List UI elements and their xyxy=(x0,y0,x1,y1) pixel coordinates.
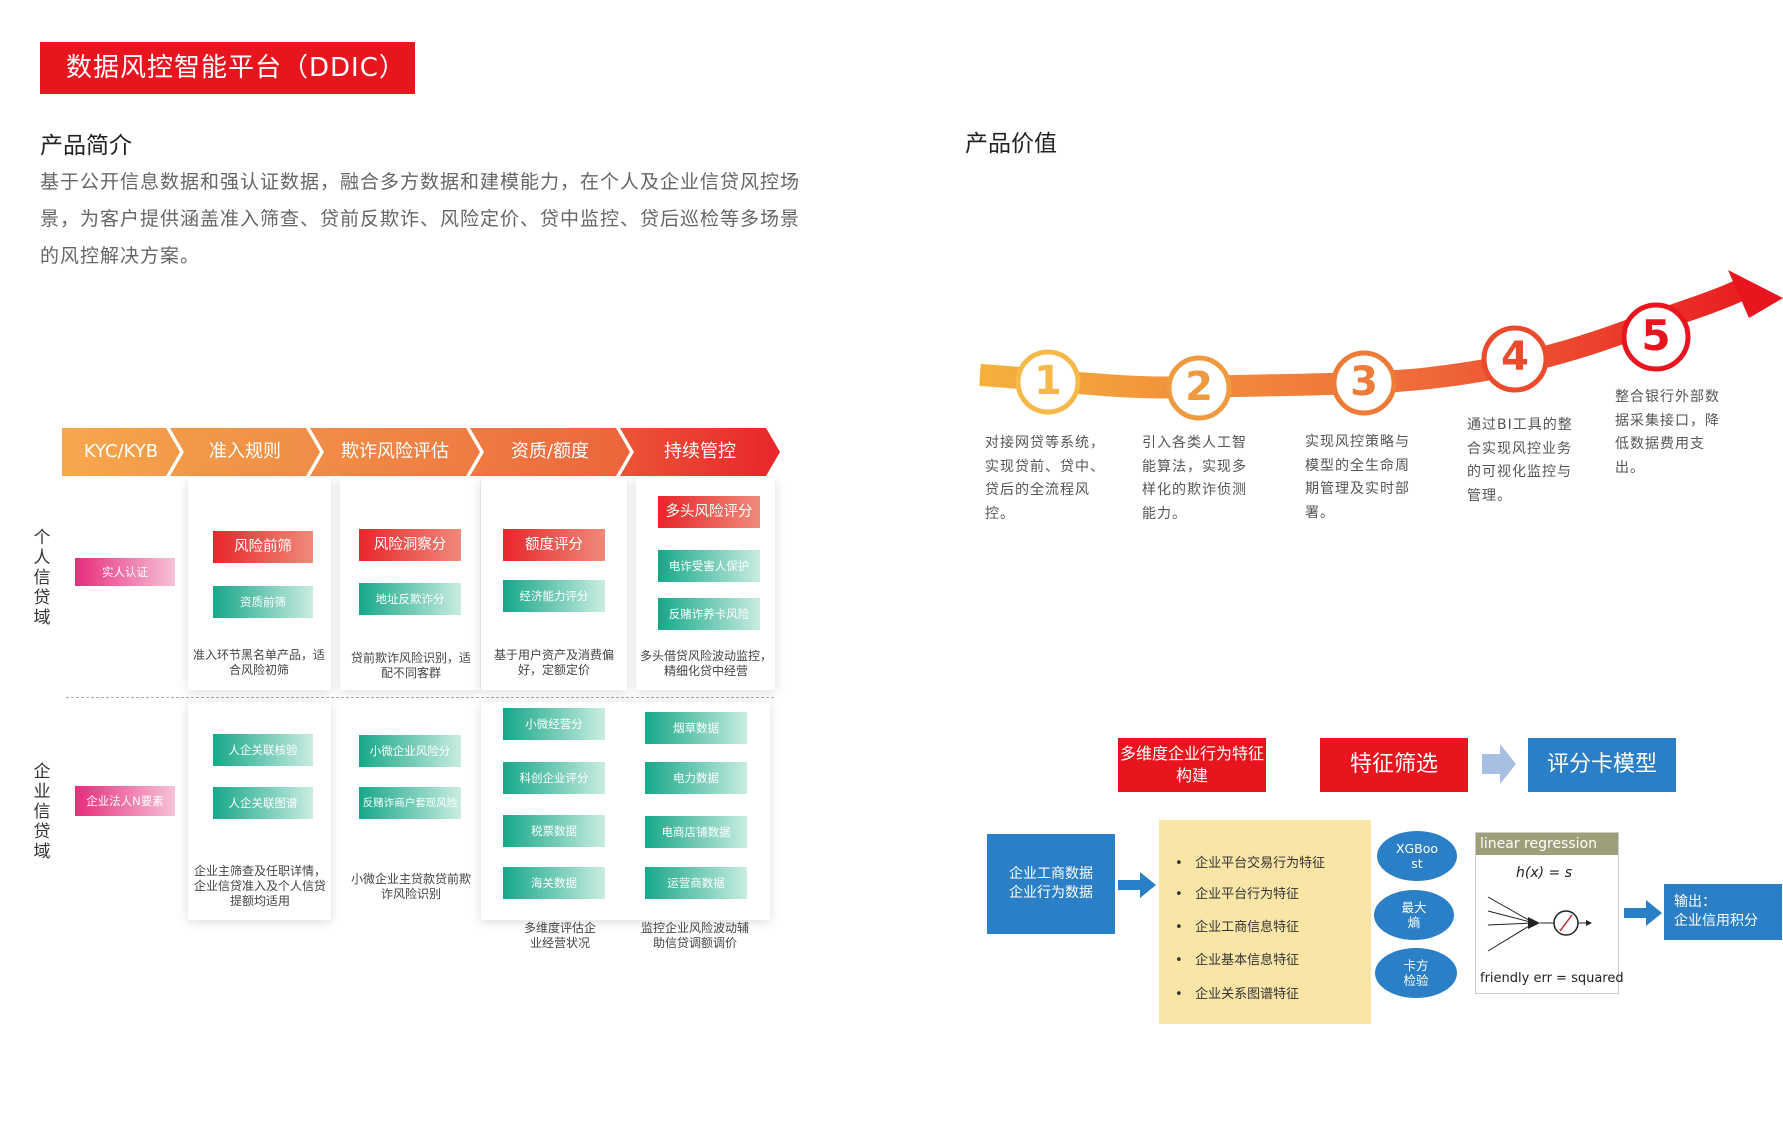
model-step-feature-select: 特征筛选 xyxy=(1320,738,1468,792)
stage-access: 准入规则 xyxy=(170,428,320,476)
model-step-feature-build: 多维度企业行为特征构建 xyxy=(1118,738,1266,792)
feature-item-4: • 企业基本信息特征 xyxy=(1175,953,1300,968)
desc-personal-fraud: 贷前欺诈风险识别，适配不同客群 xyxy=(350,651,471,680)
page-title: 数据风控智能平台（DDIC） xyxy=(40,42,415,94)
step-desc-1: 对接网贷等系统，实现贷前、贷中、贷后的全流程风控。 xyxy=(985,435,1105,522)
tag-enterprise-fraud-green-2: 反赌诈商户套现风险 xyxy=(359,787,461,819)
model-step-arrow-icon xyxy=(1482,744,1516,784)
stage-fraud: 欺诈风险评估 xyxy=(310,428,480,476)
step-desc-3: 实现风控策略与模型的全生命周期管理及实时部署。 xyxy=(1305,434,1410,521)
model-input-1: 企业工商数据 xyxy=(1009,866,1093,882)
lr-title: linear regression xyxy=(1476,833,1618,855)
lr-footer: friendly err = squared xyxy=(1480,971,1624,986)
feature-item-1: • 企业平台交易行为特征 xyxy=(1175,856,1326,871)
tag-enterprise-monitor-green-4: 运营商数据 xyxy=(645,867,747,899)
tag-personal-monitor-red: 多头风险评分 xyxy=(658,496,760,528)
tag-enterprise-kyc: 企业法人N要素 xyxy=(75,786,175,816)
model-output-value: 企业信用积分 xyxy=(1674,913,1758,929)
tag-enterprise-monitor-green-1: 烟草数据 xyxy=(645,712,747,744)
domain-divider xyxy=(66,697,774,698)
tag-personal-kyc: 实人认证 xyxy=(75,558,175,586)
feature-item-2: • 企业平台行为特征 xyxy=(1175,887,1300,902)
desc-personal-monitor: 多头借贷风险波动监控，精细化贷中经营 xyxy=(640,649,773,678)
lr-panel: linear regression h(x) = s friendly err … xyxy=(1475,832,1624,994)
step-num-2: 2 xyxy=(1185,364,1213,410)
tag-enterprise-quota-green-1: 小微经营分 xyxy=(503,708,605,740)
model-output-arrow-icon xyxy=(1624,900,1662,926)
desc-personal-access: 准入环节黑名单产品，适合风险初筛 xyxy=(193,648,326,677)
model-input-arrow-icon xyxy=(1118,872,1156,898)
desc-enterprise-fraud: 小微企业主贷款贷前欺诈风险识别 xyxy=(350,872,471,901)
col-personal-access xyxy=(188,478,331,690)
tag-personal-access-green: 资质前筛 xyxy=(213,586,313,618)
step-circle-2 xyxy=(1166,355,1232,421)
step-circle-4 xyxy=(1481,325,1549,393)
lr-formula: h(x) = s xyxy=(1516,865,1573,881)
step-desc-2: 引入各类人工智能算法，实现多样化的欺诈侦测能力。 xyxy=(1142,435,1247,522)
feature-item-3: • 企业工商信息特征 xyxy=(1175,920,1300,935)
model-step-scorecard: 评分卡模型 xyxy=(1528,738,1676,792)
intro-text: 基于公开信息数据和强认证数据，融合多方数据和建模能力，在个人及企业信贷风控场景，… xyxy=(40,171,801,267)
model-features-box: • 企业平台交易行为特征 • 企业平台行为特征 • 企业工商信息特征 • 企业基… xyxy=(1159,820,1371,1024)
step-desc-5: 整合银行外部数据采集接口，降低数据费用支出。 xyxy=(1615,389,1720,476)
tag-enterprise-fraud-green-1: 小微企业风险分 xyxy=(359,735,461,767)
step-circle-5 xyxy=(1621,302,1691,372)
step-circle-3 xyxy=(1331,350,1397,416)
stage-quota: 资质/额度 xyxy=(470,428,630,476)
model-output-label: 输出： xyxy=(1674,894,1716,910)
method-max-entropy: 最大熵 xyxy=(1374,890,1454,940)
tag-enterprise-access-green-2: 人企关联图谱 xyxy=(213,787,313,819)
model-input-box: 企业工商数据 企业行为数据 xyxy=(987,834,1115,934)
step-desc-4: 通过BI工具的整合实现风控业务的可视化监控与管理。 xyxy=(1467,417,1573,504)
desc-enterprise-access: 企业主筛查及任职详情，企业信贷准入及个人信贷提额均适用 xyxy=(193,864,326,908)
tag-personal-monitor-green-2: 反赌诈养卡风险 xyxy=(658,598,760,630)
domain-personal-label: 个人信贷域 xyxy=(33,528,51,628)
step-num-5: 5 xyxy=(1641,311,1671,360)
step-num-1: 1 xyxy=(1034,358,1062,404)
desc-personal-quota: 基于用户资产及消费偏好，定额定价 xyxy=(493,648,614,677)
stage-monitor: 持续管控 xyxy=(620,428,780,476)
tag-personal-quota-red: 额度评分 xyxy=(503,529,605,561)
tag-personal-fraud-green: 地址反欺诈分 xyxy=(359,583,461,615)
curve-arrowhead xyxy=(1728,270,1783,318)
value-heading: 产品价值 xyxy=(965,131,1057,157)
tag-enterprise-quota-green-3: 税票数据 xyxy=(503,815,605,847)
tag-personal-fraud-red: 风险洞察分 xyxy=(359,529,461,561)
method-chi-square: 卡方检验 xyxy=(1375,948,1457,998)
tag-personal-quota-green: 经济能力评分 xyxy=(503,580,605,612)
feature-item-5: • 企业关系图谱特征 xyxy=(1175,987,1300,1002)
intro-heading: 产品简介 xyxy=(40,133,132,159)
tag-enterprise-quota-green-2: 科创企业评分 xyxy=(503,762,605,794)
tag-enterprise-quota-green-4: 海关数据 xyxy=(503,867,605,899)
step-num-3: 3 xyxy=(1350,359,1378,405)
step-num-4: 4 xyxy=(1501,334,1529,380)
tag-enterprise-monitor-green-3: 电商店铺数据 xyxy=(645,816,747,848)
tag-enterprise-access-green-1: 人企关联核验 xyxy=(213,734,313,766)
tag-enterprise-monitor-green-2: 电力数据 xyxy=(645,762,747,794)
tag-personal-monitor-green-1: 电诈受害人保护 xyxy=(658,550,760,582)
domain-enterprise-label: 企业信贷域 xyxy=(33,762,51,862)
model-output-box: 输出： 企业信用积分 xyxy=(1664,884,1782,940)
desc-enterprise-quota: 多维度评估企业经营状况 xyxy=(523,921,596,950)
lr-neuron-diagram xyxy=(1487,896,1592,952)
step-circle-1 xyxy=(1015,349,1081,415)
model-input-2: 企业行为数据 xyxy=(1009,885,1093,901)
tag-personal-access-red: 风险前筛 xyxy=(213,531,313,563)
desc-enterprise-monitor: 监控企业风险波动辅助信贷调额调价 xyxy=(640,921,749,950)
stage-kyc: KYC/KYB xyxy=(62,428,180,476)
method-xgboost: XGBoost xyxy=(1377,831,1457,881)
